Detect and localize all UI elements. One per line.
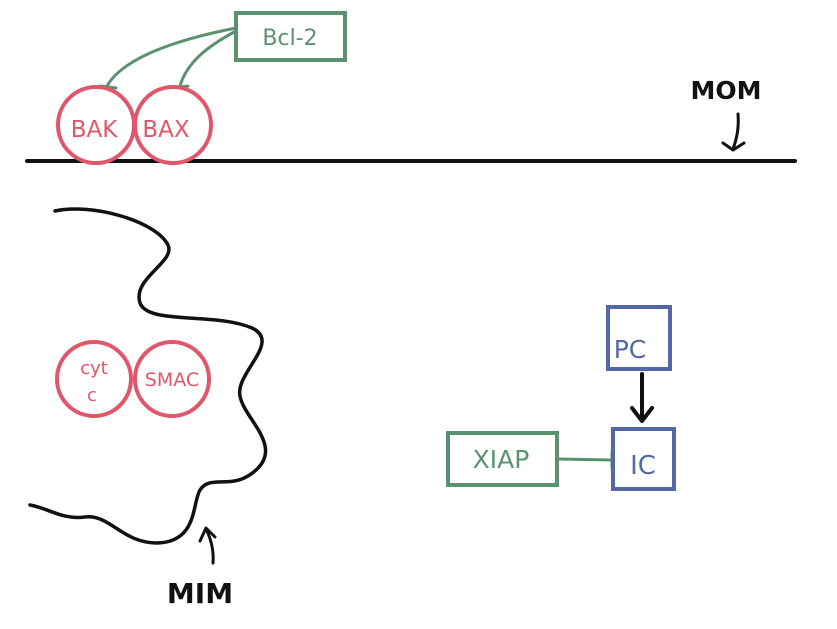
- bcl2-to-bax-inhibition-line: [178, 29, 238, 88]
- mom-arrow: [721, 112, 746, 152]
- pc-to-ic-arrow: [630, 372, 654, 423]
- pc-box: PC: [606, 305, 672, 371]
- bak-protein: BAK: [56, 85, 136, 165]
- smac-label: SMAC: [145, 369, 199, 391]
- smac-protein: SMAC: [133, 340, 211, 418]
- mim-label: MIM: [167, 577, 233, 610]
- bcl2-box: Bcl-2: [234, 11, 347, 62]
- pc-label: PC: [614, 335, 647, 364]
- mom-label: MOM: [690, 76, 761, 105]
- ic-label: IC: [630, 451, 656, 481]
- bax-protein: BAX: [133, 85, 213, 165]
- mim-arrow: [198, 526, 217, 565]
- xiap-to-ic-inhibition-line: [556, 457, 614, 462]
- inner-membrane-line: [28, 207, 268, 545]
- bak-label: BAK: [71, 117, 119, 143]
- cytochrome-c-protein: cyt c: [55, 340, 133, 418]
- bcl2-to-bak-inhibition-line: [105, 26, 238, 88]
- bax-label: BAX: [142, 117, 190, 143]
- xiap-label: XIAP: [473, 445, 530, 474]
- cyt-label-line1: cyt: [80, 358, 108, 379]
- cyt-label-line2: c: [87, 385, 97, 406]
- ic-box: IC: [611, 427, 676, 491]
- xiap-box: XIAP: [446, 431, 559, 487]
- bcl2-label: Bcl-2: [262, 26, 317, 51]
